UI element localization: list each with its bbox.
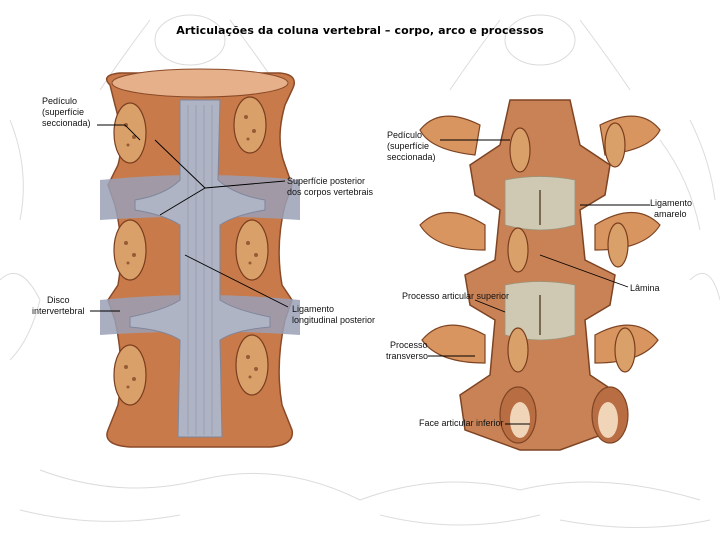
page-title: Articulações da coluna vertebral – corpo… [176,24,544,37]
label-ligamento-longitudinal: Ligamento longitudinal posterior [292,304,376,325]
label-pediculo-right: Pedículo (superfície seccionada) [387,130,436,162]
label-pediculo-left: Pedículo (superfície seccionada) [42,96,91,128]
label-processo-articular: Processo articular superior [402,291,510,301]
label-ligamento-amarelo: Ligamento amarelo [650,198,693,219]
label-disco-intervertebral: Disco intervertebral [32,295,85,316]
label-processo-transverso: Processo transverso [386,340,429,361]
label-superficie-posterior: Superfície posterior dos corpos vertebra… [287,176,374,197]
label-face-articular: Face articular inferior [419,418,504,428]
label-lamina: Lâmina [630,283,660,293]
